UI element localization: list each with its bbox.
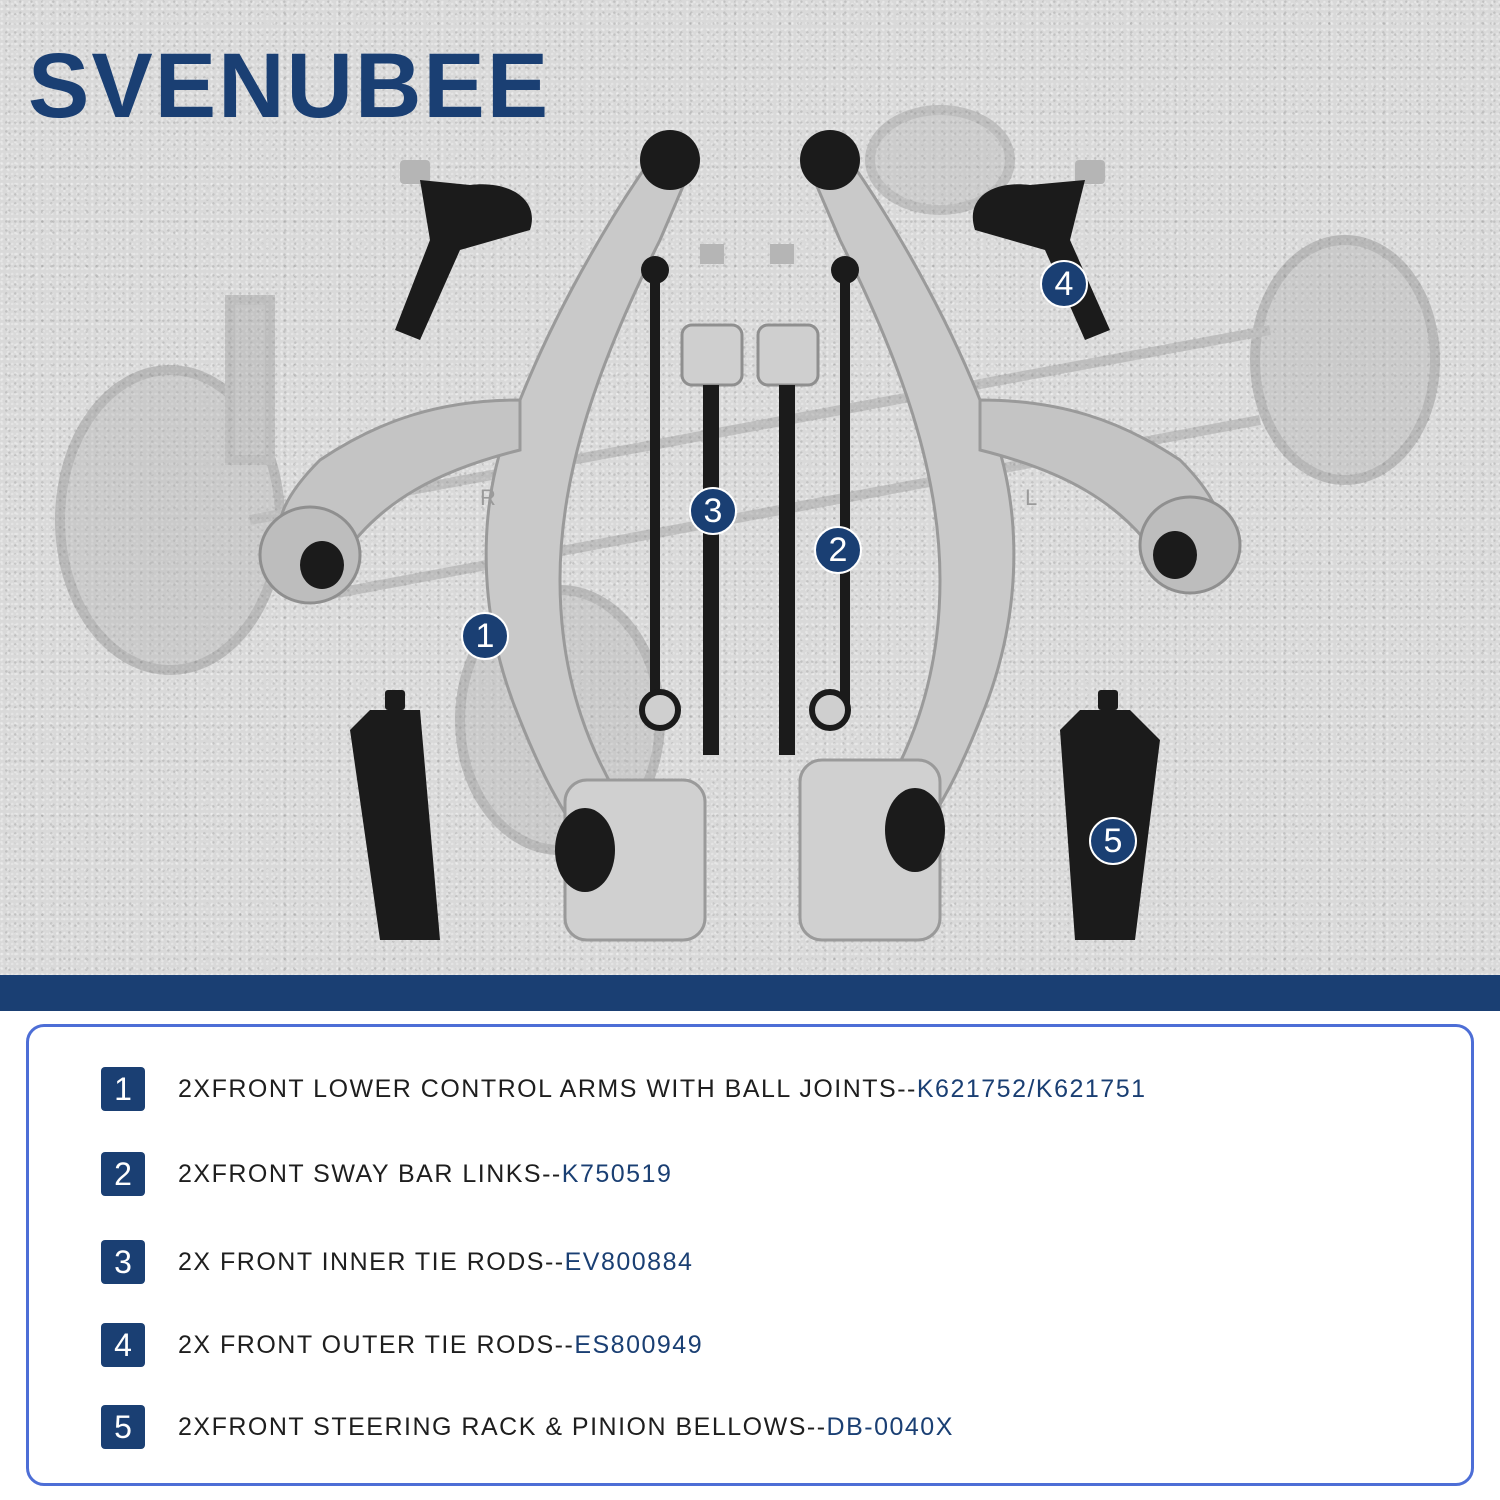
sway-bar-link-right <box>639 244 724 731</box>
legend-description: 2XFRONT SWAY BAR LINKS-- <box>178 1159 562 1188</box>
background-chassis <box>55 105 1440 855</box>
divider-band <box>0 975 1500 1011</box>
legend-item-5: 5 2XFRONT STEERING RACK & PINION BELLOWS… <box>101 1405 954 1449</box>
legend-item-4: 4 2X FRONT OUTER TIE RODS--ES800949 <box>101 1323 703 1367</box>
legend-part-code: K621752/K621751 <box>916 1074 1147 1103</box>
part-badge-3: 3 <box>689 487 737 535</box>
legend-part-code: ES800949 <box>574 1330 704 1359</box>
part-badge-1: 1 <box>461 612 509 660</box>
legend-item-text: 2X FRONT OUTER TIE RODS--ES800949 <box>178 1331 703 1360</box>
legend-part-code: EV800884 <box>564 1247 694 1276</box>
legend-number-badge: 1 <box>101 1067 145 1111</box>
part-badge-2: 2 <box>814 526 862 574</box>
brand-logo: SVENUBEE <box>28 35 551 137</box>
legend-item-text: 2XFRONT LOWER CONTROL ARMS WITH BALL JOI… <box>178 1075 1147 1104</box>
sway-bar-link-left <box>770 244 859 731</box>
bellows-left <box>1060 690 1160 940</box>
legend-number-badge: 5 <box>101 1405 145 1449</box>
legend-item-2: 2 2XFRONT SWAY BAR LINKS--K750519 <box>101 1152 672 1196</box>
legend-item-text: 2XFRONT SWAY BAR LINKS--K750519 <box>178 1160 672 1189</box>
legend-description: 2X FRONT INNER TIE RODS-- <box>178 1247 565 1276</box>
control-arm-left: L <box>798 130 1242 942</box>
legend-item-1: 1 2XFRONT LOWER CONTROL ARMS WITH BALL J… <box>101 1067 1147 1111</box>
legend-item-text: 2XFRONT STEERING RACK & PINION BELLOWS--… <box>178 1413 954 1442</box>
legend-item-3: 3 2X FRONT INNER TIE RODS--EV800884 <box>101 1240 693 1284</box>
legend-number-badge: 2 <box>101 1152 145 1196</box>
legend-item-text: 2X FRONT INNER TIE RODS--EV800884 <box>178 1248 693 1277</box>
outer-tie-rod-right <box>395 160 532 340</box>
part-badge-5: 5 <box>1089 817 1137 865</box>
parts-legend: 1 2XFRONT LOWER CONTROL ARMS WITH BALL J… <box>26 1024 1474 1486</box>
legend-part-code: K750519 <box>561 1159 673 1188</box>
legend-number-badge: 4 <box>101 1323 145 1367</box>
legend-description: 2X FRONT OUTER TIE RODS-- <box>178 1330 575 1359</box>
svg-text:R: R <box>480 485 496 510</box>
legend-description: 2XFRONT LOWER CONTROL ARMS WITH BALL JOI… <box>178 1074 917 1103</box>
bellows-right <box>350 690 440 940</box>
svg-text:L: L <box>1025 485 1037 510</box>
control-arm-right: R <box>258 130 707 942</box>
inner-tie-rod-left <box>756 323 820 755</box>
suspension-parts-illustration: R L <box>55 105 1440 942</box>
inner-tie-rod-right <box>680 323 744 755</box>
legend-number-badge: 3 <box>101 1240 145 1284</box>
part-badge-4: 4 <box>1040 260 1088 308</box>
legend-description: 2XFRONT STEERING RACK & PINION BELLOWS-- <box>178 1412 827 1441</box>
legend-part-code: DB-0040X <box>826 1412 954 1441</box>
product-hero-image: SVENUBEE R <box>0 0 1500 975</box>
